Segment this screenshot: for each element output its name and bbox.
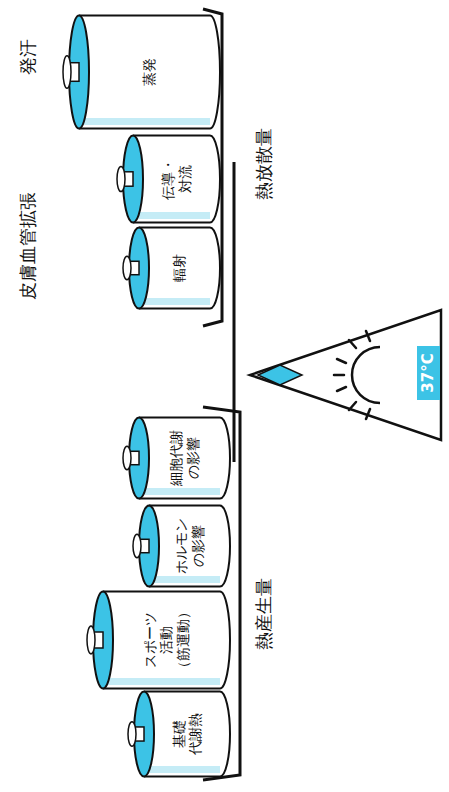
bucket-label: 基礎 代謝熱 (171, 713, 203, 755)
text-wrap: 蒸発 (91, 14, 208, 130)
lid-knob (123, 446, 131, 470)
heat-loss-bucket: 輻射 (120, 226, 221, 310)
cylinder-shape (120, 226, 221, 310)
text-wrap: ホルモン の影響 (161, 504, 218, 588)
bucket-label: 蒸発 (141, 58, 157, 86)
lid-knob (87, 626, 95, 654)
heat-loss-bucket: 伝導・ 対流 (114, 134, 221, 224)
lid-knob (128, 722, 136, 747)
cylinder-shade (153, 576, 220, 583)
cylinder-shade (107, 678, 220, 685)
lid-knob (133, 534, 141, 558)
temperature-value: 37°C (420, 353, 437, 392)
cylinder-body (144, 692, 230, 777)
fulcrum-triangle (250, 310, 441, 440)
cylinder-shade (143, 298, 210, 305)
temperature-badge: 37°C (417, 346, 440, 400)
sun-symbol (352, 347, 380, 403)
cylinder-shade (143, 488, 220, 495)
lid-knob (63, 56, 71, 88)
cylinder-shade (148, 766, 220, 773)
cylinder-body (149, 506, 230, 587)
side-label: 皮膚血管拡張 (16, 192, 40, 300)
cylinder-shade (83, 118, 210, 125)
side-label: 熱産生量 (252, 578, 276, 650)
cylinder-shape (60, 14, 221, 130)
side-label: 熱放散量 (252, 128, 276, 200)
text-wrap: 基礎 代謝熱 (156, 690, 218, 778)
text-wrap: スポーツ 活動 （筋運動） (115, 590, 218, 690)
text-wrap: 細胞代謝 の影響 (151, 416, 218, 500)
balance-beam (233, 162, 236, 462)
bucket-label: 伝導・ 対流 (160, 158, 192, 200)
heat-source-bucket: 細胞代謝 の影響 (120, 416, 231, 500)
badge-fill (417, 346, 440, 400)
bucket-label: 細胞代謝 の影響 (168, 430, 200, 486)
bucket-label: ホルモン の影響 (173, 518, 205, 574)
lid-knob (123, 256, 131, 280)
cylinder-shade (137, 212, 210, 219)
lid-knob (117, 166, 125, 191)
cylinder-body (133, 136, 220, 223)
cylinder-body (139, 418, 230, 499)
heat-source-bucket: 基礎 代謝熱 (125, 690, 231, 778)
text-wrap: 輻射 (151, 226, 208, 310)
heat-loss-bucket: 蒸発 (60, 14, 221, 130)
cylinder-body (139, 228, 220, 309)
side-label: 発汗 (16, 39, 40, 75)
sun-rays (334, 331, 370, 419)
cylinder-body (103, 592, 230, 689)
cylinder-body (79, 16, 220, 129)
text-wrap: 37°C (417, 346, 440, 400)
bucket-label: 輻射 (171, 254, 187, 282)
flame-symbol (258, 365, 302, 385)
heat-source-bucket: ホルモン の影響 (130, 504, 231, 588)
text-wrap: 伝導・ 対流 (145, 134, 208, 224)
bucket-label: スポーツ 活動 （筋運動） (142, 605, 190, 675)
heat-source-bucket: スポーツ 活動 （筋運動） (84, 590, 231, 690)
